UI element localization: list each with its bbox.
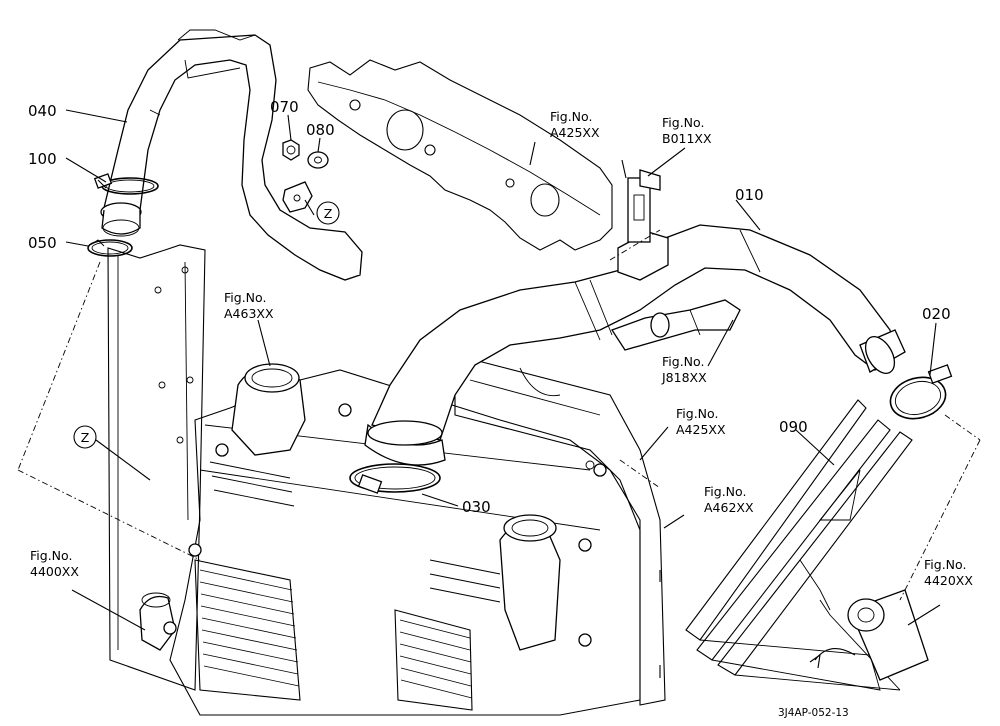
clamp-020 [889,364,953,420]
svg-text:Fig.No.: Fig.No. [662,115,704,130]
fig-ref-a425-mid: Fig.No. A425XX [676,406,726,437]
fig-ref-4400: Fig.No. 4400XX [30,548,79,579]
fig-ref-4420: Fig.No. 4420XX [924,557,973,588]
fig-ref-a425-top: Fig.No. A425XX [550,109,600,140]
right-support-plate [454,354,666,706]
rear-bracket-plate [307,59,613,251]
clamp-030 [349,463,441,494]
svg-text:Fig.No.: Fig.No. [662,354,704,369]
label-100: 100 [28,150,57,168]
svg-text:Fig.No.: Fig.No. [224,290,266,305]
svg-text:A463XX: A463XX [224,306,274,321]
label-010: 010 [735,186,764,204]
leader-lines [65,109,941,631]
label-040: 040 [28,102,57,120]
svg-text:4400XX: 4400XX [30,564,79,579]
svg-text:J818XX: J818XX [661,370,707,385]
z-marker-left: Z [73,425,97,449]
svg-text:A462XX: A462XX [704,500,754,515]
label-090: 090 [779,418,808,436]
air-filter-element [809,589,929,681]
pipe-bracket [282,181,313,213]
svg-text:Fig.No.: Fig.No. [676,406,718,421]
pipe-040 [100,29,363,281]
radiator-core-right [394,609,473,711]
sensor-b011 [617,159,669,281]
part-labels: 040 100 050 070 080 010 020 090 030 [28,98,951,516]
svg-text:Fig.No.: Fig.No. [924,557,966,572]
fig-ref-a463: Fig.No. A463XX [224,290,274,321]
svg-text:Fig.No.: Fig.No. [30,548,72,563]
svg-text:A425XX: A425XX [676,422,726,437]
label-070: 070 [270,98,299,116]
z-marker-top: Z [316,201,340,225]
z-marker-top-text: Z [324,206,333,221]
drawing-number: 3J4AP-052-13 [778,707,849,719]
svg-text:4420XX: 4420XX [924,573,973,588]
nut-070 [282,139,300,161]
washer-080 [307,151,329,169]
label-050: 050 [28,234,57,252]
left-side-panel [107,244,206,691]
radiator-core-left [194,559,301,701]
label-020: 020 [922,305,951,323]
fig-ref-j818: Fig.No. J818XX [661,354,707,385]
clamp-050 [87,239,133,257]
radiator-assembly [139,363,641,716]
label-030: 030 [462,498,491,516]
svg-text:B011XX: B011XX [662,131,712,146]
fig-ref-b011: Fig.No. B011XX [662,115,712,146]
fig-ref-a462: Fig.No. A462XX [704,484,754,515]
svg-text:Fig.No.: Fig.No. [550,109,592,124]
seal-090 [685,399,913,691]
figure-references: Fig.No. A425XX Fig.No. B011XX Fig.No. A4… [30,109,973,588]
z-marker-left-text: Z [81,430,90,445]
svg-text:Fig.No.: Fig.No. [704,484,746,499]
label-080: 080 [306,121,335,139]
svg-text:A425XX: A425XX [550,125,600,140]
clamp-100 [93,173,159,195]
assembly-center-lines [17,229,981,601]
